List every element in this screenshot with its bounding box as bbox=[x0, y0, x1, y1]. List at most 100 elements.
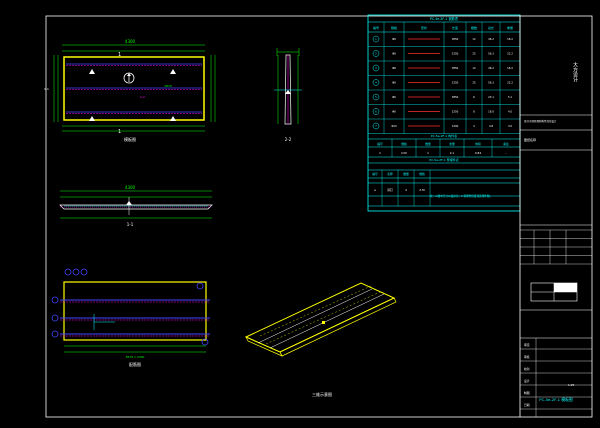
iso-slab bbox=[244, 282, 396, 353]
sub-table-header-cell: 规格 bbox=[401, 142, 407, 146]
sub-table-cell: 吊钉 bbox=[387, 188, 393, 192]
drawing-scale: 1:25 bbox=[568, 383, 575, 387]
table-cell: 22.2 bbox=[507, 52, 513, 56]
table-cell: 6 bbox=[375, 110, 377, 114]
sub-table-header-cell: 编号 bbox=[377, 142, 383, 146]
sheet-border bbox=[45, 15, 593, 418]
table-cell: 3850 bbox=[452, 37, 459, 41]
plan-slab-outline bbox=[63, 56, 205, 121]
table-row-bubble bbox=[372, 122, 380, 130]
sub-table-cell: 2.5t bbox=[419, 188, 425, 192]
sub-table-header-cell: 数量 bbox=[425, 142, 431, 146]
table-cell: 8 bbox=[473, 110, 475, 114]
section-1-1-view: 4300 1-1 bbox=[59, 185, 213, 227]
table-cell: 4.8 bbox=[489, 124, 493, 128]
table-cell: 22.2 bbox=[507, 81, 513, 85]
lift-point-icon bbox=[89, 69, 95, 74]
sub-table-cell: 1 bbox=[427, 151, 429, 155]
sub-table-2-title: PC-5e-2F-1 预埋件表 bbox=[429, 157, 458, 162]
table-cell: 46.2 bbox=[488, 66, 494, 70]
table-note: 注：1.图中尺寸以毫米计；2.预埋件位置详见埋件图。 bbox=[430, 194, 492, 198]
project-label: 某住宅项目预制构件深化设计 bbox=[524, 119, 557, 123]
sub-table-header-cell: 数量 bbox=[403, 172, 409, 176]
rebar-slab-outline bbox=[63, 281, 207, 341]
sub-table-cell: 0.84 bbox=[475, 151, 481, 155]
table-cell: 7 bbox=[375, 124, 377, 128]
table-cell: 4 bbox=[473, 124, 475, 128]
table-cell: 5 bbox=[375, 95, 377, 99]
rebar-title: 配筋图 bbox=[129, 361, 141, 367]
title-block-row-label: 审定 bbox=[524, 343, 530, 347]
table-title: PC-5e-2F-1 钢筋表 bbox=[430, 16, 459, 21]
title-block-row-label: 设计 bbox=[524, 379, 530, 383]
table-cell: 4.0 bbox=[508, 110, 512, 114]
table-header-cell: 重量 bbox=[507, 25, 513, 30]
sub-table-header-cell: 规格 bbox=[419, 172, 425, 176]
plan-title: 模板图 bbox=[124, 136, 136, 142]
table-cell: 56.3 bbox=[488, 81, 494, 85]
table-cell: 25 bbox=[472, 81, 476, 85]
table-cell: 3 bbox=[375, 66, 377, 70]
table-row-bubble bbox=[372, 64, 380, 72]
table-cell: 1200 bbox=[452, 124, 459, 128]
table-header-cell: 总长 bbox=[488, 25, 494, 30]
table-cell: 23.1 bbox=[488, 95, 494, 99]
table-cell: 25 bbox=[472, 52, 476, 56]
table-cell: 1 bbox=[375, 37, 377, 41]
iso-title: 三维示意图 bbox=[312, 391, 332, 397]
plan-center-label: 2-2 bbox=[140, 95, 145, 99]
drawing-number: PC-5e-2F-1 模板图 bbox=[539, 397, 573, 402]
table-cell: Φ6 bbox=[392, 95, 396, 99]
table-cell: 3850 bbox=[452, 95, 459, 99]
sub-table-cell: C30 bbox=[401, 151, 407, 155]
table-cell: 6 bbox=[473, 95, 475, 99]
table-header-cell: 形状 bbox=[421, 25, 427, 30]
table-cell: 2250 bbox=[452, 52, 459, 56]
table-cell: 2250 bbox=[452, 110, 459, 114]
section-2-2-view: 2-2 bbox=[274, 48, 302, 142]
title-block-row-label: 日期 bbox=[524, 403, 530, 407]
table-row-bubble bbox=[372, 93, 380, 101]
table-cell: 3850 bbox=[452, 66, 459, 70]
sub-table-cell: 2.1 bbox=[450, 151, 455, 155]
table-cell: Φ8 bbox=[392, 52, 396, 56]
title-block-row-label: 审核 bbox=[524, 355, 530, 359]
plan-view: 4300 1 1 3870 2-2 1-1 模板图 bbox=[44, 39, 216, 142]
table-cell: 3.0 bbox=[508, 124, 512, 128]
lift-point-icon bbox=[170, 69, 176, 74]
sub-table-header-cell: 名称 bbox=[387, 172, 393, 176]
table-cell: 4 bbox=[375, 81, 377, 85]
section-1-1-top-dim: 4300 bbox=[125, 185, 136, 190]
section-1-1-profile bbox=[59, 204, 213, 210]
table-cell: 46.2 bbox=[488, 37, 494, 41]
plan-dim-top: 4300 bbox=[125, 39, 136, 44]
table-cell: Φ8 bbox=[392, 81, 396, 85]
sub-table-header-cell: 重量 bbox=[449, 142, 455, 146]
section-2-2-label: 2-2 bbox=[285, 137, 292, 142]
table-cell: 18.0 bbox=[488, 110, 494, 114]
plan-section-mark-top: 1 bbox=[118, 52, 121, 58]
title-block-row-label: 校对 bbox=[524, 367, 530, 371]
plan-side-label: 1-1 bbox=[44, 87, 49, 91]
table-cell: Φ6 bbox=[392, 110, 396, 114]
rebar-dim: 3870 x 2300 bbox=[126, 355, 145, 359]
table-header-cell: 长度 bbox=[452, 25, 458, 30]
table-cell: 5.1 bbox=[508, 95, 512, 99]
table-cell: 56.3 bbox=[488, 52, 494, 56]
table-cell: 12 bbox=[472, 37, 476, 41]
sub-table-cell: 4 bbox=[405, 188, 407, 192]
table-row-bubble bbox=[372, 50, 380, 57]
table-row-bubble bbox=[372, 35, 380, 43]
table-cell: Φ8 bbox=[392, 37, 396, 41]
table-cell: 18.2 bbox=[507, 37, 513, 41]
section-1-1-label: 1-1 bbox=[127, 222, 134, 227]
sub-table-cell: - bbox=[505, 151, 506, 155]
sub-table-header-cell: 体积 bbox=[475, 142, 481, 146]
isometric-view: 三维示意图 bbox=[244, 282, 397, 397]
table-cell: 18.2 bbox=[507, 66, 513, 70]
table-header-cell: 编号 bbox=[373, 25, 379, 30]
